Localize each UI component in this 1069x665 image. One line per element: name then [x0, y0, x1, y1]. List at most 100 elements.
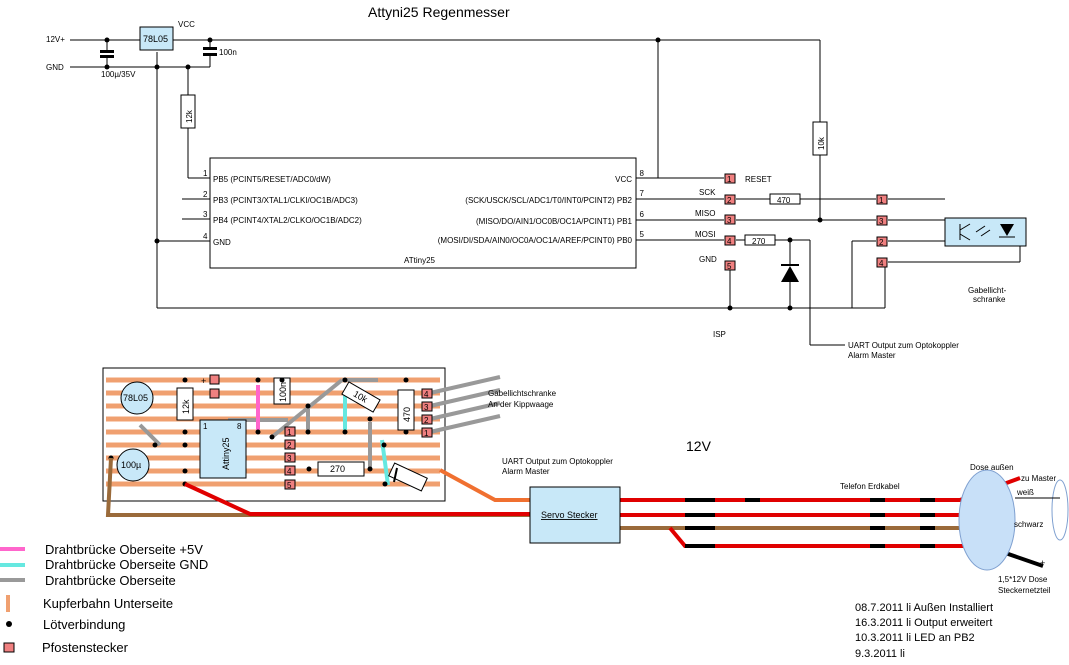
optocoupler-icon: [944, 217, 1027, 247]
regulator-78l05: [139, 26, 174, 51]
isp-pin-label: GND: [699, 255, 717, 264]
pin-num: 5: [640, 230, 645, 239]
log-entry: 10.3.2011 li LED an PB2: [855, 632, 975, 644]
svg-text:4: 4: [287, 467, 292, 476]
uart-label-1: UART Output zum Optokoppler: [848, 341, 959, 350]
conn-pin-num: 2: [879, 238, 884, 247]
board-r12k-label: 12k: [181, 399, 191, 414]
board-dose-2-2: Steckernetzteil: [998, 586, 1051, 595]
board-cap-label: 100µ: [121, 460, 141, 470]
legend-label: Pfostenstecker: [42, 640, 129, 655]
board-telefon: Telefon Erdkabel: [840, 482, 900, 491]
board-diode: [388, 462, 428, 492]
svg-text:4: 4: [424, 390, 429, 399]
isp-header: 1 2 3 4 5 RESET SCK MISO MOSI GND ISP: [695, 173, 772, 339]
resistor-470: [769, 193, 801, 205]
cap-100n-label: 100n: [219, 48, 237, 57]
svg-text:1: 1: [424, 429, 429, 438]
pin-label: PB5 (PCINT5/RESET/ADC0/dW): [213, 175, 331, 184]
svg-text:2: 2: [424, 416, 429, 425]
cable-red-4: [668, 526, 985, 548]
board-r470-label: 470: [402, 407, 412, 422]
pin-label: (SCK/USCK/SCL/ADC1/T0/INT0/PCINT2) PB2: [465, 196, 632, 205]
resistor-10k: [812, 121, 828, 156]
isp-pin-num: 4: [727, 237, 732, 246]
pin-num: 8: [640, 169, 645, 178]
isp-pin-label: MOSI: [695, 230, 715, 239]
socket-outer: [958, 469, 1016, 571]
board-r10k: [341, 381, 381, 413]
board-schwarz: schwarz: [1014, 520, 1043, 529]
pin-num: 2: [203, 190, 208, 199]
board-dose-2-1: 1,5*12V Dose: [998, 575, 1048, 584]
pin-num: 3: [203, 210, 208, 219]
board-12v: 12V: [686, 438, 712, 454]
resistor-470-label: 470: [777, 196, 791, 205]
svg-text:3: 3: [287, 454, 292, 463]
board-chip-label: Attiny25: [221, 437, 231, 470]
board-gabel-2: An der Kippwaage: [488, 400, 554, 409]
legend-label: Drahtbrücke Oberseite: [45, 573, 176, 588]
isp-pin-label: MISO: [695, 209, 715, 218]
pin-label: GND: [213, 238, 231, 247]
chip-left-pins: 1 PB5 (PCINT5/RESET/ADC0/dW) 2 PB3 (PCIN…: [203, 169, 362, 247]
legend-label: Kupferbahn Unterseite: [43, 596, 173, 611]
log-entry: 08.7.2011 li Außen Installiert: [855, 602, 993, 614]
board-regulator: [120, 381, 154, 415]
pin-label: (MOSI/DI/SDA/AIN0/OC0A/OC1A/AREF/PCINT0)…: [438, 236, 633, 245]
regulator-label: 78L05: [143, 34, 168, 44]
vcc-label: VCC: [178, 20, 195, 29]
conn-pin-num: 4: [879, 259, 884, 268]
legend-label: Drahtbrücke Oberseite +5V: [45, 542, 203, 557]
cap-100u: [100, 50, 114, 58]
uart-label-2: Alarm Master: [848, 351, 896, 360]
board-c100n-label: 100n: [278, 382, 288, 402]
board-plus2: +: [1040, 558, 1045, 568]
legend-label: Drahtbrücke Oberseite GND: [45, 557, 208, 572]
jumper-gnd-2: [380, 439, 390, 486]
resistor-12k: [180, 94, 196, 129]
log-entry: 16.3.2011 li Output erweitert: [855, 617, 992, 629]
board-gabel-1: Gabellichtschranke: [488, 389, 557, 398]
board-uart-2: Alarm Master: [502, 467, 550, 476]
legend-label: Lötverbindung: [43, 617, 125, 632]
board-zu-master-1: zu Master: [1021, 474, 1056, 483]
resistor-270: [744, 234, 776, 246]
board-reg-label: 78L05: [123, 393, 148, 403]
board-r270-label: 270: [330, 464, 345, 474]
chip-right-pins: 8 VCC 7 (SCK/USCK/SCL/ADC1/T0/INT0/PCINT…: [438, 169, 645, 245]
svg-text:5: 5: [287, 481, 292, 490]
isp-pin-label: SCK: [699, 188, 716, 197]
board-r270: [317, 461, 365, 477]
pin-label: VCC: [615, 175, 632, 184]
board-pin8: 8: [237, 422, 242, 431]
diode: [781, 264, 799, 282]
board-pin1: 1: [203, 422, 208, 431]
title: Attyni25 Regenmesser: [368, 4, 510, 20]
log-entry: 9.3.2011 li: [855, 648, 905, 660]
isp-title: ISP: [713, 330, 726, 339]
isp-pin-label: RESET: [745, 175, 772, 184]
board-header-left: 1 2 3 4 5: [284, 426, 296, 490]
board-header-pin: [209, 388, 220, 399]
gnd-label: GND: [46, 63, 64, 72]
svg-text:2: 2: [287, 441, 292, 450]
isp-pin-num: 5: [727, 262, 732, 271]
v12-label: 12V+: [46, 35, 65, 44]
pin-label: (MISO/DO/AIN1/OC0B/OC1A/PCINT1) PB1: [476, 217, 633, 226]
cable-orange-1: [439, 468, 530, 502]
svg-text:3: 3: [424, 403, 429, 412]
cable-red-2: [620, 476, 1021, 502]
solder-points: [108, 377, 409, 487]
conn-pin-num: 1: [879, 196, 884, 205]
servo-label: Servo Stecker: [541, 510, 598, 520]
gabel-label-1: Gabellicht-: [968, 286, 1007, 295]
resistor-270-label: 270: [752, 237, 766, 246]
board-chip: [199, 419, 247, 479]
board-zu-master-2: weiß: [1016, 488, 1034, 497]
pin-label: PB3 (PCINT3/XTAL1/CLKI/OC1B/ADC3): [213, 196, 358, 205]
grey-jumpers: [138, 375, 501, 470]
legend: Drahtbrücke Oberseite +5V Drahtbrücke Ob…: [0, 542, 208, 655]
gabel-label-2: schranke: [973, 295, 1006, 304]
